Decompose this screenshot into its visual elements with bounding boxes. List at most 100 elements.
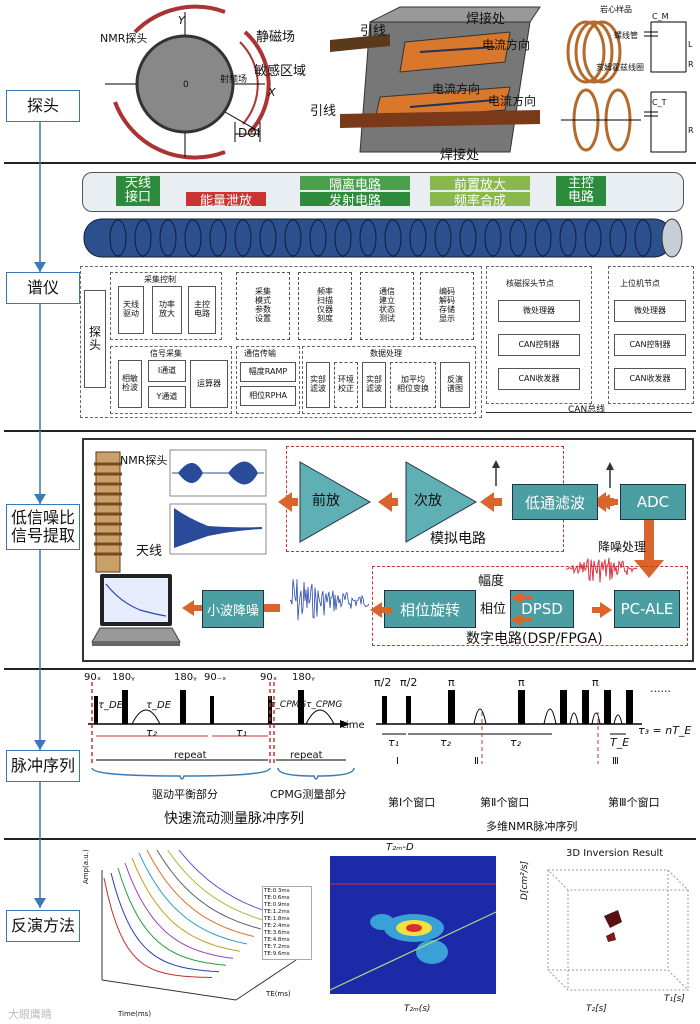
probe-magnet	[135, 34, 235, 134]
pulse-90x: 90ₓ	[84, 672, 102, 683]
section-label-pulse: 脉冲序列	[6, 750, 80, 782]
window-3-label: 第Ⅲ个窗口	[608, 796, 660, 809]
phase-rpha-box: 相位RPHA	[240, 386, 296, 406]
node-title: 核磁探头节点	[506, 279, 554, 288]
real-filter-box: 实部 滤波	[306, 362, 330, 408]
tube-rib	[334, 219, 352, 257]
helmholtz-label: 亥姆霍兹线圈	[596, 63, 644, 72]
q-channel-box: Y通道	[148, 386, 186, 408]
d-axis-label: D[cm²/s]	[520, 861, 530, 900]
tube-rib	[509, 219, 527, 257]
isolation-circuit-box: 隔离电路	[300, 176, 410, 193]
legend-item: TE:3.6ms	[264, 930, 290, 936]
r2-label: R	[688, 126, 694, 135]
t1-axis-label: T₁[s]	[664, 994, 685, 1004]
current-label-3: 电流方向	[488, 94, 537, 108]
tau2b-label: τ₂	[440, 736, 452, 749]
section-divider	[4, 838, 696, 840]
echo-decay-curve	[178, 850, 276, 915]
preamp-triangle-label: 前放	[312, 493, 340, 509]
adc-box: ADC	[620, 484, 686, 520]
t2d-x-label: T₂ₘ(s)	[404, 1004, 431, 1014]
static-field-arc	[113, 101, 226, 160]
tube-rib	[384, 219, 402, 257]
probe-node-frame	[486, 266, 592, 404]
can-ctrl-box: CAN控制器	[498, 334, 580, 356]
tube-rib	[209, 219, 227, 257]
tau2-label: τ₂	[146, 726, 158, 739]
section-label-probe: 探头	[6, 90, 80, 122]
tube-rib	[284, 219, 302, 257]
preamp-box: 前置放大	[430, 176, 530, 193]
pulse-90mx: 90₋ₓ	[204, 672, 227, 683]
echo-decay-curve	[138, 852, 248, 945]
tube-rib	[109, 219, 127, 257]
pulse-180y-3: 180ᵧ	[292, 672, 315, 683]
roman-3: Ⅲ	[612, 756, 619, 767]
wavelet-box: 小波降噪	[202, 590, 264, 628]
solenoid-label: 螺线管	[614, 31, 638, 40]
acq-control-label: 采集控制	[144, 275, 176, 284]
pi2-label-a: π/2	[374, 676, 392, 689]
probe-cross-section-diagram	[105, 4, 271, 160]
weld-label-1: 焊接处	[466, 12, 506, 27]
sensitive-region-arc	[243, 30, 271, 134]
pulse-180y-2: 180ᵧ	[174, 672, 197, 683]
echo-decay-curve	[146, 850, 255, 937]
host-node-frame	[608, 266, 694, 404]
pulse-brace	[91, 767, 355, 780]
ct-label: C_T	[652, 98, 667, 107]
encode-box: 编码 解码 存储 显示	[420, 272, 474, 340]
echo-decay-curve	[167, 850, 269, 922]
tube-rib	[409, 219, 427, 257]
time-axis-label: time	[342, 720, 365, 731]
pulse-90x-2: 90ₓ	[260, 672, 278, 683]
legend-item: TE:1.2ms	[264, 909, 290, 915]
tube-rib	[459, 219, 477, 257]
antenna-label: 天线	[136, 544, 163, 559]
spectrometer-block-frame	[80, 266, 482, 418]
drive-part-label: 驱动平衡部分	[152, 788, 218, 801]
i-channel-box: I通道	[148, 360, 186, 382]
denoise-label: 降噪处理	[598, 540, 647, 554]
can-ctrl-box-2: CAN控制器	[614, 334, 686, 356]
probe-coil-diagram	[330, 6, 541, 153]
antenna-drive-box: 天线 驱动	[118, 286, 144, 334]
amp-ramp-box: 幅度RAMP	[240, 362, 296, 382]
laptop-arrow	[182, 600, 202, 616]
tube-rib	[634, 219, 652, 257]
digital-arrows	[370, 592, 612, 626]
down-arrow	[634, 520, 664, 578]
repeat-label-2: repeat	[290, 750, 323, 761]
tube-rib	[134, 219, 152, 257]
echo-legend: TE:0.3ms TE:0.6ms TE:0.9ms TE:1.2ms TE:1…	[262, 886, 312, 960]
te-axis-label: TE(ms)	[266, 990, 291, 998]
tau1b-label: τ₁	[388, 736, 400, 749]
doi-label: DOI	[238, 126, 261, 140]
legend-item: TE:4.8ms	[264, 937, 290, 943]
can-bus-line	[486, 412, 692, 413]
freq-scan-box: 频率 扫描 仪器 刻度	[298, 272, 352, 340]
watermark: 大眼鹰睛	[8, 1008, 52, 1021]
inversion-spec-box: 反演 谱图	[440, 362, 470, 408]
section-label-low-snr: 低信噪比 信号提取	[6, 504, 80, 550]
avg-phase-box: 加平均 相位变换	[390, 362, 436, 408]
window-2-label: 第Ⅱ个窗口	[480, 796, 530, 809]
mcu-box-2: 微处理器	[614, 300, 686, 322]
nmr-probe-label: NMR探头	[100, 32, 148, 45]
legend-item: TE:0.9ms	[264, 902, 290, 908]
pi-label-b: π	[518, 676, 525, 689]
real-filter-box-2: 实部 滤波	[362, 362, 386, 408]
legend-item: TE:7.2ms	[264, 944, 290, 950]
signal-chain-frame	[82, 438, 694, 662]
analog-circuit-label: 模拟电路	[430, 531, 486, 547]
legend-item: TE:9.6ms	[264, 951, 290, 957]
echo-decay-curve	[117, 867, 227, 966]
nmr-probe-label-2: NMR探头	[120, 454, 168, 467]
phase-detect-box: 相敏 检波	[118, 360, 142, 408]
tube-rib	[359, 219, 377, 257]
fast-flow-title: 快速流动测量脉冲序列	[164, 811, 304, 827]
env-corr-box: 环境 校正	[334, 362, 358, 408]
sensitive-region-label: 敏感区域	[254, 64, 307, 79]
tube-rib	[159, 219, 177, 257]
